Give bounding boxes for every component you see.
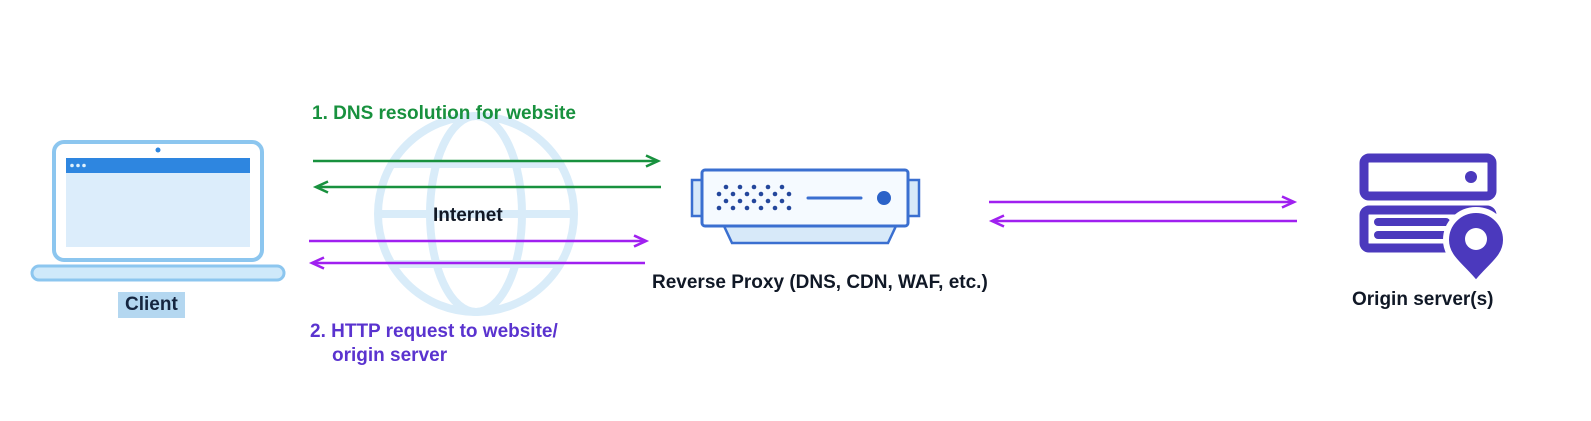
origin-label: Origin server(s) (1352, 289, 1494, 310)
location-pin-icon (1442, 206, 1510, 289)
step2-label: 2. HTTP request to website/ origin serve… (310, 320, 558, 368)
origin-to-proxy-arrow (988, 214, 1298, 228)
reverse-proxy-label: Reverse Proxy (DNS, CDN, WAF, etc.) (652, 272, 988, 293)
server-stack-icon (1358, 152, 1510, 289)
internet-label: Internet (433, 205, 503, 226)
step2-line1: 2. HTTP request to website/ (310, 321, 558, 342)
laptop-icon (30, 140, 286, 286)
step2-line2: origin server (332, 345, 448, 366)
http-request-arrow (308, 234, 650, 248)
dns-query-arrow (312, 154, 662, 168)
proxy-to-origin-arrow (988, 195, 1298, 209)
dns-response-arrow (312, 180, 662, 194)
client-label: Client (118, 292, 185, 318)
server-appliance-icon (688, 166, 933, 250)
step1-label: 1. DNS resolution for website (312, 103, 576, 124)
http-response-arrow (308, 256, 646, 270)
